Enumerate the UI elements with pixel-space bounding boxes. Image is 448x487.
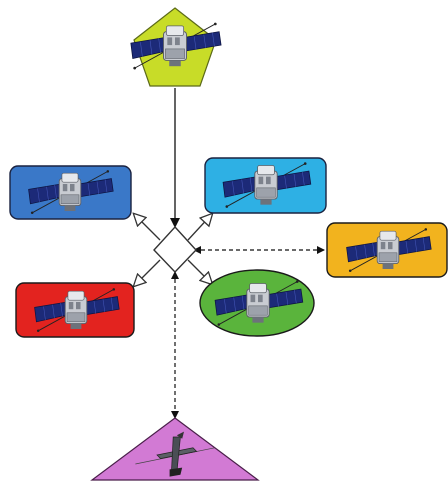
node-far-right-rect — [327, 223, 447, 277]
node-right-top-rect — [205, 158, 326, 213]
node-right-ellipse — [200, 270, 314, 336]
node-left-bottom-rect — [16, 283, 134, 337]
edge-hub-to-right-ellipse — [188, 260, 212, 284]
node-left-top-rect — [10, 166, 131, 219]
edge-hub-to-left-bottom — [134, 260, 160, 286]
node-top-pentagon — [131, 8, 221, 86]
edge-hub-to-left-top — [134, 214, 160, 240]
node-hub-diamond — [154, 227, 196, 272]
node-bottom-triangle — [92, 418, 258, 480]
edge-hub-to-right-top — [188, 214, 212, 240]
